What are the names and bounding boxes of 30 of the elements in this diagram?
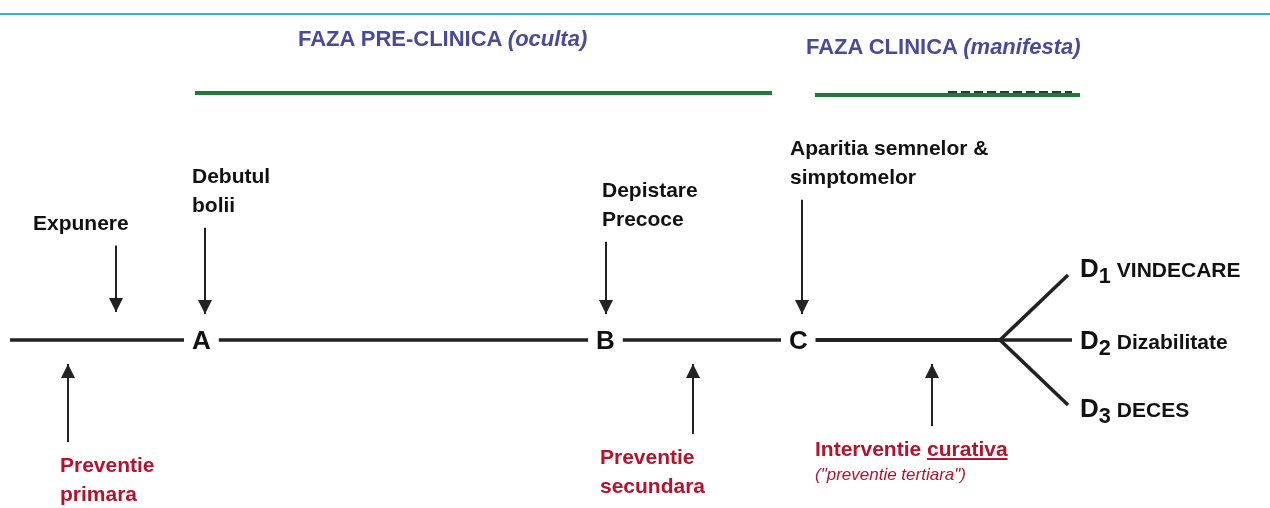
outcome-label: DECES <box>1116 397 1190 423</box>
event-label: Depistare Precoce <box>602 177 699 233</box>
timeline-line <box>218 338 588 342</box>
arrow <box>109 244 123 313</box>
event-label: Aparitia semnelor & simptomelor <box>790 135 990 191</box>
arrow <box>61 363 75 443</box>
outcome-code: D$_{1}$ <box>1080 252 1111 291</box>
arrow <box>686 363 700 435</box>
arrow <box>925 363 939 427</box>
arrow <box>795 198 809 315</box>
outcome-label: VINDECARE <box>1116 257 1241 283</box>
timeline-line <box>622 338 781 342</box>
intervention-note: ("preventie tertiara") <box>815 464 967 487</box>
arrow <box>198 226 212 315</box>
event-label: Expunere <box>33 210 130 236</box>
timeline-line <box>10 338 184 342</box>
outcome-code: D$_{2}$ <box>1080 324 1111 363</box>
event-label: Debutul bolii <box>192 163 272 219</box>
timeline-line <box>815 338 1070 407</box>
intervention-label: Interventie curativa <box>815 436 1008 462</box>
phase-heading: FAZA PRE-CLINICA (oculta) <box>298 26 588 52</box>
prevention-label: Preventie primara <box>60 452 156 508</box>
timeline-point-label: C <box>789 324 808 357</box>
timeline-point-label: B <box>596 324 615 357</box>
prevention-label: Preventie secundara <box>600 444 707 500</box>
timeline-point-label: A <box>192 324 211 357</box>
phase-heading: FAZA CLINICA (manifesta) <box>806 34 1081 60</box>
arrow <box>599 240 613 315</box>
outcome-code: D$_{3}$ <box>1080 392 1111 431</box>
outcome-label: Dizabilitate <box>1116 329 1228 355</box>
